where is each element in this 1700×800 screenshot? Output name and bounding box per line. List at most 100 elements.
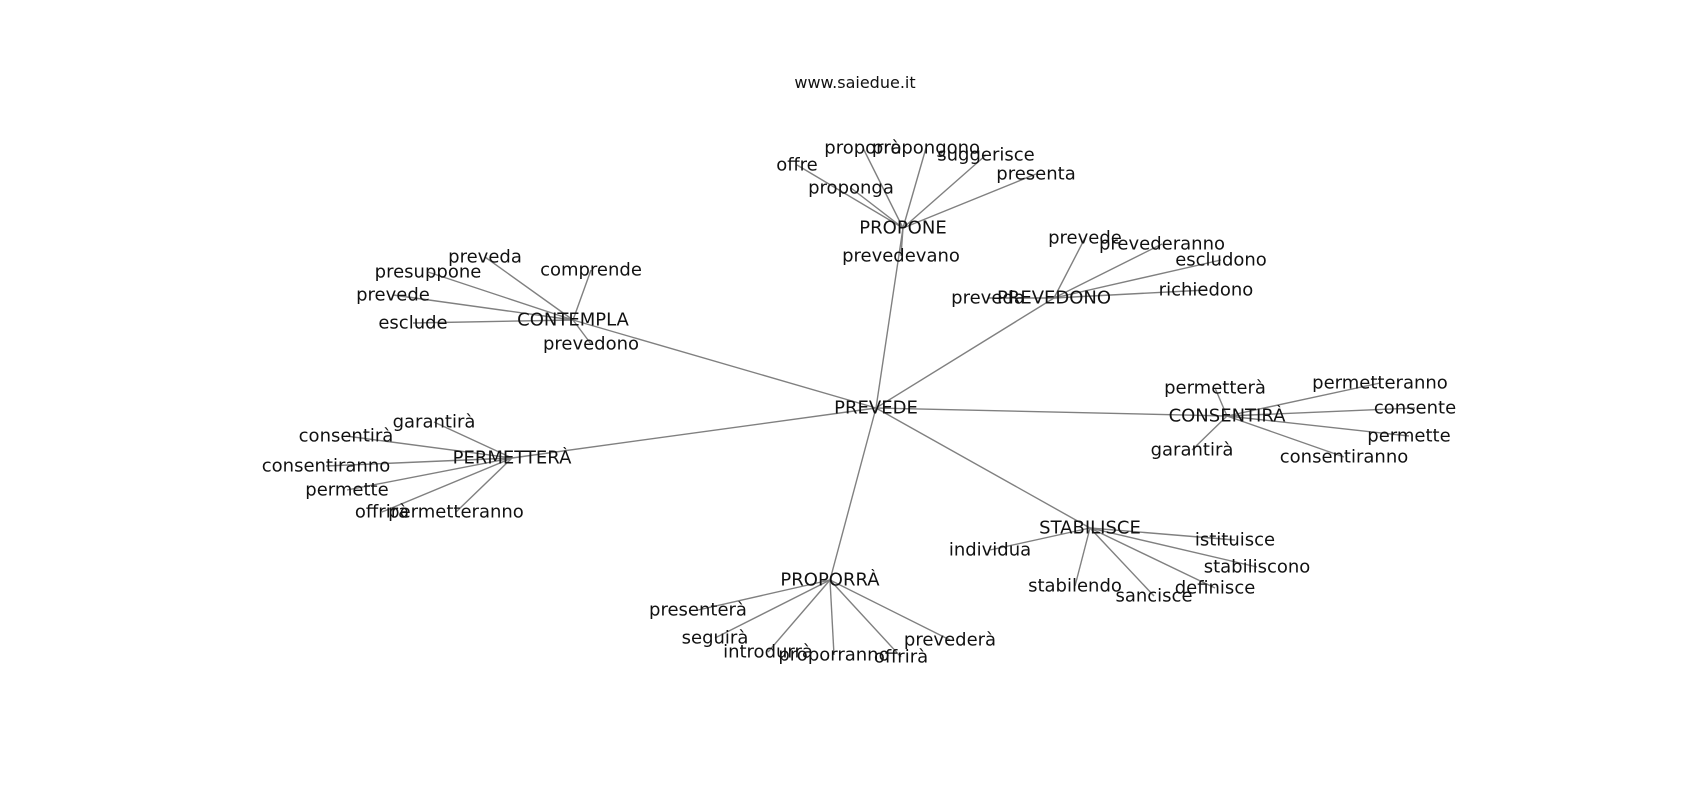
leaf-node-label: presenterà <box>649 600 747 621</box>
edge-6-4 <box>829 579 902 658</box>
leaf-node-label: offrirà <box>874 647 928 668</box>
leaf-node-label: consentirà <box>299 426 394 447</box>
edge-5-5 <box>1089 527 1155 597</box>
leaf-node-label: proponga <box>808 178 894 199</box>
edge-4-3 <box>346 457 513 491</box>
leaf-node-label: offre <box>776 155 818 176</box>
edge-3-5 <box>1191 415 1228 451</box>
leaf-node-label: prevederanno <box>1099 234 1225 255</box>
leaf-node-label: definisce <box>1175 578 1256 599</box>
hub-node-label: CONTEMPLA <box>517 310 629 331</box>
edge-1-2 <box>427 271 574 321</box>
edge-0-2 <box>902 147 927 229</box>
leaf-node-label: prevede <box>356 285 430 306</box>
edge-5-0 <box>1089 527 1236 541</box>
edge-1-5 <box>572 319 592 345</box>
leaf-node-label: preveda <box>951 288 1025 309</box>
leaf-node-label: escludono <box>1175 250 1267 271</box>
hub-node-label: PROPONE <box>859 218 946 239</box>
leaf-node-label: esclude <box>378 313 447 334</box>
leaf-node-label: consentiranno <box>262 456 391 477</box>
leaf-node-label: comprende <box>540 260 642 281</box>
edge-3-0 <box>1214 387 1228 417</box>
edge-5-4 <box>1089 527 1216 589</box>
edge-4-1 <box>345 435 513 459</box>
edge-0-1 <box>862 147 904 229</box>
leaf-node-label: consentiranno <box>1280 447 1409 468</box>
edge-root-1 <box>572 319 877 409</box>
edge-3-4 <box>1226 415 1345 458</box>
leaf-node-label: stabiliscono <box>1204 557 1311 578</box>
root-node-label: PREVEDE <box>834 398 918 419</box>
edge-root-0 <box>875 227 904 409</box>
edge-4-2 <box>325 457 513 467</box>
edge-root-2 <box>875 297 1055 409</box>
edge-2-1 <box>1053 243 1163 299</box>
edge-0-5 <box>850 187 904 229</box>
edge-0-4 <box>902 173 1037 229</box>
edge-6-2 <box>767 579 831 653</box>
leaf-node-label: proporrà <box>824 138 901 159</box>
edge-5-3 <box>1074 527 1091 587</box>
edge-5-2 <box>1089 527 1258 568</box>
leaf-node-label: offrirà <box>355 502 409 523</box>
edge-root-4 <box>511 407 877 459</box>
leaf-node-label: permetteranno <box>1312 373 1448 394</box>
leaf-node-label: sancisce <box>1115 586 1192 607</box>
leaf-node-label: seguirà <box>682 628 749 649</box>
leaf-node-label: prevederà <box>904 630 996 651</box>
leaf-node-label: presenta <box>996 164 1075 185</box>
edge-root-6 <box>829 407 877 581</box>
hub-node-label: PROPORRÀ <box>780 569 880 591</box>
hub-node-label: CONSENTIRÀ <box>1169 405 1287 427</box>
hub-node-label: STABILISCE <box>1039 518 1141 539</box>
edge-root-5 <box>875 407 1091 529</box>
leaf-node-label: permette <box>305 480 388 501</box>
leaf-node-label: permetterà <box>1164 378 1266 399</box>
leaf-node-label: proporranno <box>778 645 889 666</box>
edge-5-1 <box>989 527 1091 551</box>
leaf-node-label: garantirà <box>1151 440 1234 461</box>
edge-0-6 <box>900 227 904 257</box>
hub-node-label: PERMETTERÀ <box>453 447 572 469</box>
edge-6-5 <box>829 579 951 641</box>
edge-1-3 <box>392 294 574 321</box>
leaf-node-label: consente <box>1374 398 1456 419</box>
edge-3-2 <box>1226 407 1416 417</box>
edge-6-3 <box>829 579 835 656</box>
edge-6-1 <box>714 579 831 639</box>
edge-2-3 <box>1053 289 1207 299</box>
edge-2-2 <box>1053 259 1222 299</box>
edge-4-5 <box>455 457 513 513</box>
leaf-node-label: presuppone <box>375 262 482 283</box>
edge-root-3 <box>875 407 1228 417</box>
edge-4-4 <box>381 457 513 513</box>
leaf-node-label: introdurrà <box>723 642 813 663</box>
leaf-node-label: propongono <box>872 138 980 159</box>
leaf-node-label: preveda <box>448 247 522 268</box>
leaf-node-label: garantirà <box>393 412 476 433</box>
hub-node-label: PREVEDONO <box>997 288 1111 309</box>
graph-title: www.saiedue.it <box>794 73 915 92</box>
edge-1-1 <box>572 269 592 321</box>
leaf-node-label: individua <box>949 540 1031 561</box>
leaf-node-label: permette <box>1367 426 1450 447</box>
edge-0-3 <box>902 154 987 229</box>
edge-6-0 <box>697 579 831 611</box>
leaf-node-label: suggerisce <box>937 145 1034 166</box>
edge-1-0 <box>484 256 574 321</box>
graph-edges <box>325 147 1416 658</box>
leaf-node-label: permetteranno <box>388 502 524 523</box>
edge-3-1 <box>1226 382 1381 417</box>
leaf-node-label: istituisce <box>1195 530 1275 551</box>
edge-0-0 <box>796 164 904 229</box>
edge-3-3 <box>1226 415 1410 437</box>
edge-4-0 <box>433 421 513 459</box>
graph-labels: www.saiedue.it PREVEDE PROPONE offre propor… <box>262 73 1456 668</box>
leaf-node-label: prevedevano <box>842 246 960 267</box>
edge-2-0 <box>1053 237 1086 299</box>
leaf-node-label: stabilendo <box>1028 576 1122 597</box>
leaf-node-label: richiedono <box>1159 280 1254 301</box>
edge-1-4 <box>412 319 574 324</box>
